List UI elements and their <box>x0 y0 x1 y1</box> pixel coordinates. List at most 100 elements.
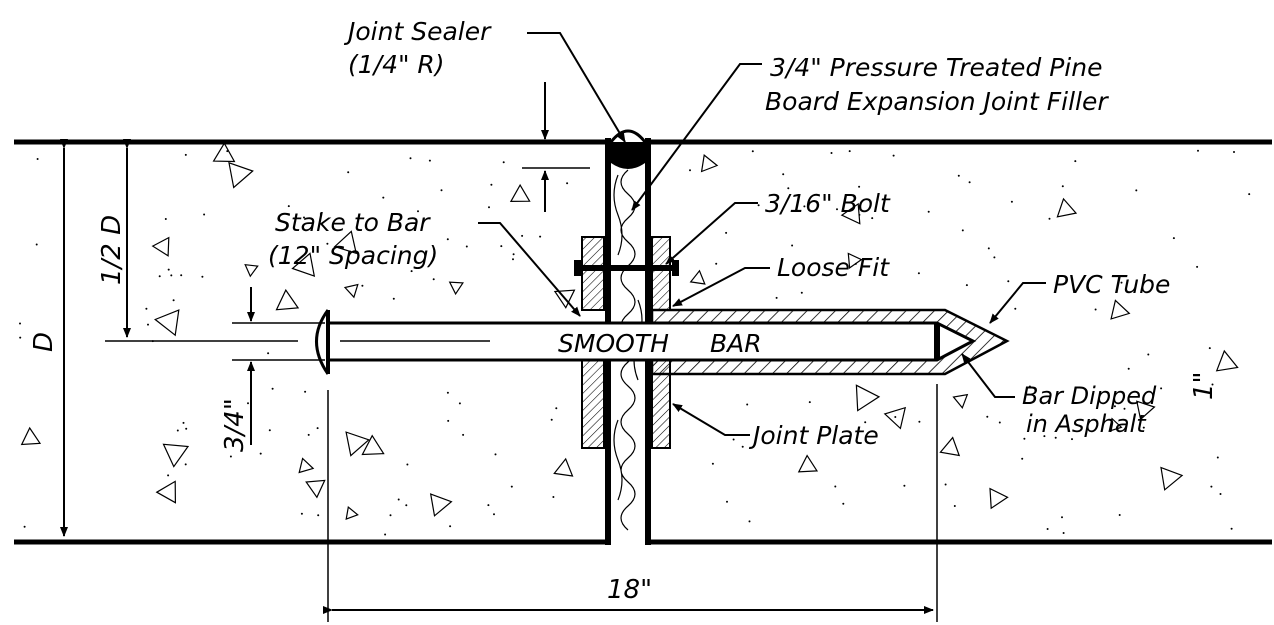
smooth-label: SMOOTH <box>558 329 669 358</box>
aggregate-dot <box>944 483 947 486</box>
aggregate-triangle <box>509 183 531 203</box>
aggregate-dot <box>521 234 524 237</box>
aggregate-dot <box>993 256 996 259</box>
aggregate-triangle <box>689 269 706 285</box>
aggregate-triangle <box>553 289 576 309</box>
aggregate-dot <box>555 407 558 410</box>
aggregate-dot <box>1211 383 1214 386</box>
aggregate-triangle <box>154 309 180 337</box>
aggregate-dot <box>490 183 493 186</box>
aggregate-dot <box>1216 456 1219 459</box>
aggregate-dot <box>304 390 307 393</box>
aggregate-dot <box>1046 528 1049 530</box>
aggregate-dot <box>176 429 179 432</box>
aggregate-dot <box>1014 307 1017 310</box>
aggregate-dot <box>757 204 760 207</box>
aggregate-dot <box>689 169 691 172</box>
aggregate-dot <box>247 402 249 405</box>
aggregate-dot <box>1061 516 1063 519</box>
joint-plate-upper-left <box>581 236 605 311</box>
aggregate-dot <box>1074 160 1077 163</box>
aggregate-dot <box>35 243 38 246</box>
aggregate-dot <box>726 500 728 503</box>
aggregate-dot <box>1230 527 1233 530</box>
aggregate-dot <box>1172 237 1175 240</box>
aggregate-dot <box>493 513 495 516</box>
aggregate-dot <box>382 196 385 199</box>
dim-tube-clearance: 1" <box>1189 371 1219 400</box>
aggregate-triangle <box>855 384 881 412</box>
aggregate-triangle <box>151 236 170 257</box>
smooth-bar: SMOOTH BAR <box>315 309 977 375</box>
aggregate-dot <box>182 421 185 424</box>
aggregate-dot <box>158 275 161 278</box>
aggregate-dot <box>1021 457 1024 460</box>
aggregate-dot <box>185 427 188 430</box>
aggregate-dot <box>957 174 960 177</box>
dim-sealer-depth <box>522 82 590 212</box>
aggregate-dot <box>871 217 874 220</box>
aggregate-dot <box>732 438 735 441</box>
aggregate-dot <box>462 433 465 436</box>
aggregate-dot <box>1007 280 1010 283</box>
aggregate-dot <box>500 245 503 248</box>
aggregate-dot <box>300 512 303 515</box>
aggregate-triangle <box>1056 197 1078 218</box>
slab-edges <box>14 139 1272 545</box>
aggregate-dot <box>167 268 170 271</box>
aggregate-triangle <box>883 406 907 430</box>
aggregate-dot <box>428 159 431 162</box>
aggregate-triangle <box>1108 417 1123 432</box>
aggregate-dot <box>892 154 895 157</box>
aggregate-dot <box>440 189 443 192</box>
aggregate-dot <box>446 238 449 241</box>
dim-depth: D <box>29 139 68 537</box>
aggregate-dot <box>316 427 319 430</box>
aggregate-dot <box>406 463 409 466</box>
aggregate-dot <box>1023 437 1026 440</box>
label-joint-plate: Joint Plate <box>672 403 879 450</box>
aggregate-dot <box>927 210 930 213</box>
aggregate-dot <box>550 418 553 421</box>
aggregate-dot <box>858 185 861 188</box>
aggregate-triangle <box>244 263 259 278</box>
aggregate-dot <box>1071 438 1073 441</box>
aggregate-triangle <box>291 252 316 278</box>
aggregate-triangle <box>345 431 370 457</box>
aggregate-dot <box>147 323 149 326</box>
aggregate-dot <box>203 213 206 216</box>
aggregate-triangle <box>429 493 453 517</box>
aggregate-dot <box>447 419 450 422</box>
aggregate-dot <box>392 297 395 300</box>
aggregate-dot <box>226 150 229 153</box>
aggregate-dot <box>465 245 468 248</box>
aggregate-dot <box>711 462 714 465</box>
aggregate-dot <box>1142 415 1145 417</box>
dim-bar-diameter: 3/4" <box>220 287 325 452</box>
aggregate-dot <box>918 420 921 423</box>
aggregate-triangle <box>343 283 359 299</box>
concrete-aggregate <box>19 142 1251 536</box>
aggregate-dot <box>858 213 861 216</box>
aggregate-dot <box>741 445 744 448</box>
dim-half-depth-text: 1/2 D <box>97 215 127 285</box>
aggregate-dot <box>405 504 408 507</box>
aggregate-dot <box>145 307 148 310</box>
aggregate-dot <box>1197 149 1199 152</box>
label-stake: Stake to Bar (12" Spacing) <box>268 208 581 317</box>
label-bar-dipped: Bar Dipped in Asphalt <box>961 353 1157 438</box>
joint-sealer <box>609 129 647 169</box>
aggregate-dot <box>965 284 968 287</box>
aggregate-dot <box>1094 308 1097 311</box>
aggregate-dot <box>800 291 803 294</box>
aggregate-dot <box>854 262 857 265</box>
aggregate-dot <box>1219 493 1222 495</box>
aggregate-dot <box>836 208 838 211</box>
svg-text:in Asphalt: in Asphalt <box>1026 410 1147 438</box>
svg-text:Bar Dipped: Bar Dipped <box>1022 382 1157 410</box>
aggregate-dot <box>201 275 204 278</box>
aggregate-dot <box>180 274 183 277</box>
aggregate-dot <box>184 153 187 156</box>
dim-bar-diameter-text: 3/4" <box>220 398 250 452</box>
svg-text:(12" Spacing): (12" Spacing) <box>268 241 438 270</box>
